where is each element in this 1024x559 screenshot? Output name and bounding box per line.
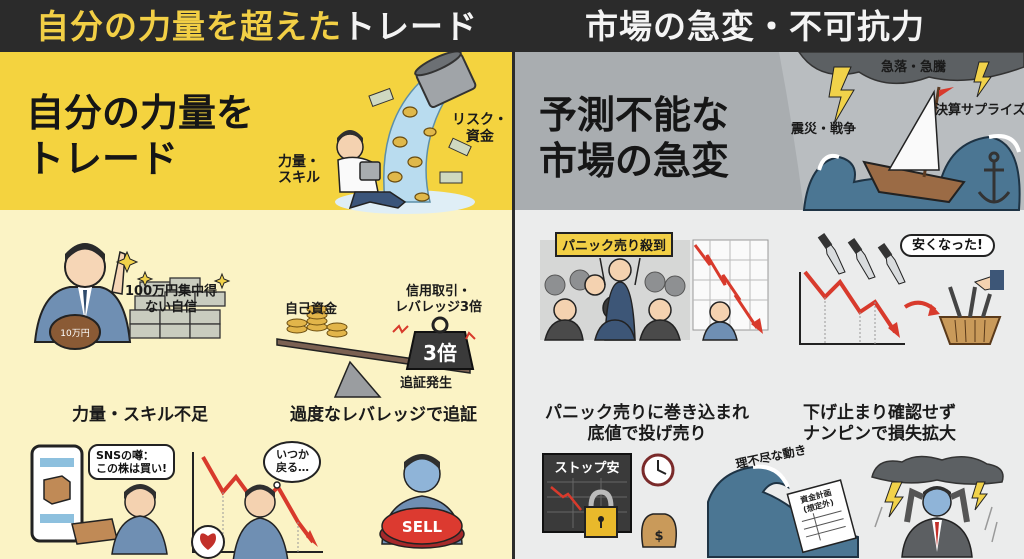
label-margin-call: 追証発生 <box>400 376 453 391</box>
panic-sell-button-icon: SELL <box>379 454 465 549</box>
leverage-seesaw-icon: 3倍 <box>276 304 476 398</box>
left-hero-title: 自分の力量を トレード <box>26 91 255 181</box>
svg-text:$: $ <box>654 529 663 544</box>
caption-averaging-down: 下げ止まり確認せず ナンピンで損失拡大 <box>803 403 956 444</box>
stop-limit-lock-icon: ストップ安 $ <box>542 453 677 548</box>
label-crash-surge: 急落・急騰 <box>881 60 947 75</box>
right-hero: 予測不能な 市場の急変 急落・急騰 震災・戦争 決算サプライズ <box>515 52 1024 211</box>
svg-text:10万円: 10万円 <box>60 328 89 339</box>
tsunami-plan-icon: 資金計画 (想定外) <box>707 464 859 558</box>
label-earnings-surprise: 決算サプライズ <box>935 103 1024 118</box>
label-margin-trading: 信用取引・ レバレッジ3倍 <box>395 284 483 315</box>
panic-sell-banner: パニック売り殺到 <box>555 232 674 257</box>
overconfident-man-with-money-icon: 10万円 <box>33 243 231 350</box>
caption-skill-shortage: 力量・スキル不足 <box>72 405 208 425</box>
praying-man-chart-icon <box>191 452 323 559</box>
center-divider <box>512 52 515 559</box>
storm-boat-icon <box>779 52 1024 211</box>
svg-text:SELL: SELL <box>402 518 443 536</box>
confidence-note: 100万円集中得 ない自信 <box>125 284 218 315</box>
caption-panic-sell: パニック売りに巻き込まれ 底値で投げ売り <box>545 403 749 444</box>
rumor-speech-bubble: SNSの噂： この株は買い! <box>88 444 176 480</box>
caption-excess-leverage: 過度なレバレッジで追証 <box>290 405 477 425</box>
left-section-title: 自分の力量を超えたトレード <box>36 7 478 46</box>
label-own-capital: 自己資金 <box>285 302 338 317</box>
cheap-now-bubble: 安くなった! <box>900 234 995 257</box>
bucket-overflow-icon <box>335 52 477 214</box>
phone-rumor-icon <box>30 444 168 555</box>
right-section-title: 市場の急変・不可抗力 <box>585 7 925 46</box>
svg-text:ストップ安: ストップ安 <box>554 460 619 476</box>
label-risk: リスク・ 資金 <box>452 112 508 145</box>
svg-text:3倍: 3倍 <box>423 341 457 365</box>
left-hero: 自分の力量を トレード <box>0 52 512 214</box>
header-bar: 自分の力量を超えたトレード 市場の急変・不可抗力 <box>0 0 1024 52</box>
storm-distressed-man-icon <box>871 455 1004 558</box>
label-skill: 力量・ スキル <box>278 154 320 186</box>
left-panel: 自分の力量を トレード <box>0 52 512 559</box>
right-panel: 予測不能な 市場の急変 急落・急騰 震災・戦争 決算サプライズ <box>515 52 1024 559</box>
right-hero-title: 予測不能な 市場の急変 <box>539 93 730 183</box>
label-disaster-war: 震災・戦争 <box>791 122 857 137</box>
thought-bubble-icon <box>263 441 321 489</box>
falling-knives-icon <box>799 232 1004 345</box>
hope-thought: いつか 戻る… <box>276 448 309 474</box>
